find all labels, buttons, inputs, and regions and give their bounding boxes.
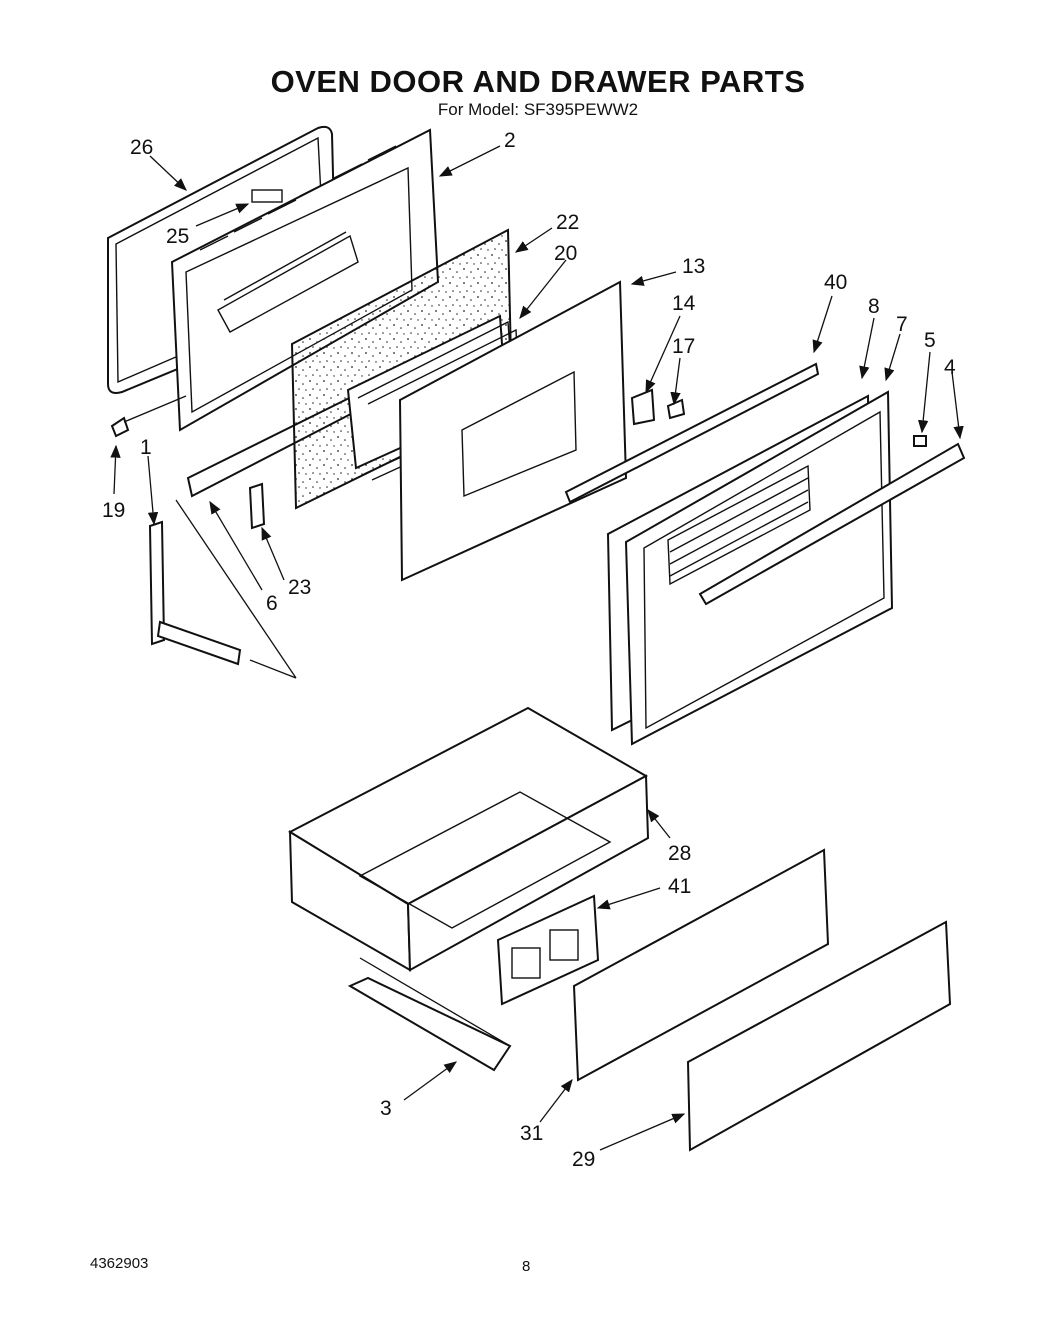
- callout-41: 41: [668, 875, 691, 898]
- callout-6: 6: [266, 592, 278, 615]
- outer-door-panel-part: [398, 280, 628, 582]
- drawer-slide-part: [347, 976, 512, 1072]
- callout-2: 2: [504, 129, 516, 152]
- callout-26: 26: [130, 136, 153, 159]
- screw-part: [110, 416, 130, 438]
- callout-29: 29: [572, 1148, 595, 1171]
- callout-17: 17: [672, 335, 695, 358]
- callout-3: 3: [380, 1097, 392, 1120]
- drawer-bracket-part: [496, 894, 600, 1006]
- page-title: OVEN DOOR AND DRAWER PARTS: [270, 64, 806, 99]
- hinge-bracket-part: [630, 388, 656, 426]
- door-clip-part: [248, 482, 266, 530]
- door-hinge-part: [148, 520, 242, 666]
- callout-23: 23: [288, 576, 311, 599]
- callout-25: 25: [166, 225, 189, 248]
- inner-door-liner-part: [170, 128, 440, 432]
- callout-5: 5: [924, 329, 936, 352]
- callout-28: 28: [668, 842, 691, 865]
- callout-19: 19: [102, 499, 125, 522]
- label-plate: [251, 189, 283, 203]
- drawer-part: [287, 706, 650, 972]
- callout-31: 31: [520, 1122, 543, 1145]
- handle-screw-part: [913, 435, 927, 447]
- callout-14: 14: [672, 292, 696, 315]
- drawer-front-part: [686, 920, 952, 1152]
- door-rail-part: [564, 362, 820, 504]
- drawer-back-panel-part: [572, 848, 830, 1082]
- callout-7: 7: [896, 313, 908, 336]
- callout-20: 20: [554, 242, 577, 265]
- page-number: 8: [522, 1258, 531, 1275]
- door-handle-part: [698, 442, 966, 606]
- callout-40: 40: [824, 271, 847, 294]
- callout-22: 22: [556, 211, 579, 234]
- callout-1: 1: [140, 436, 152, 459]
- model-subtitle: For Model: SF395PEWW2: [437, 100, 639, 119]
- callout-4: 4: [944, 356, 956, 379]
- hinge-clip-part: [666, 398, 686, 420]
- document-number: 4362903: [90, 1255, 149, 1272]
- callout-13: 13: [682, 255, 705, 278]
- callout-8: 8: [868, 295, 880, 318]
